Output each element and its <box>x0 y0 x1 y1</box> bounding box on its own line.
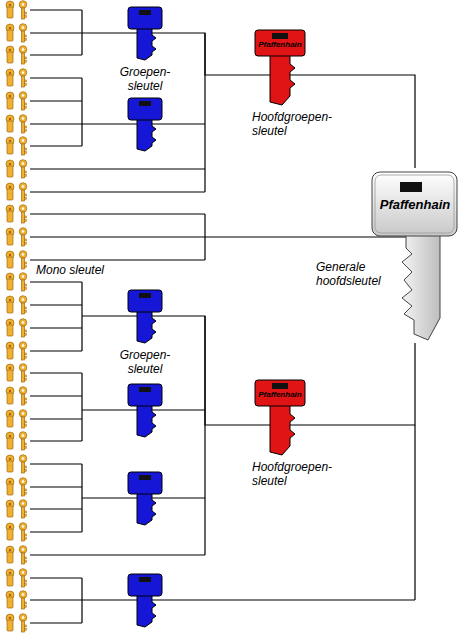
brand-name: Pfaffenhain <box>255 41 305 49</box>
cylinder-key-icon <box>6 546 27 564</box>
cylinder-key-icon <box>6 1 27 19</box>
group-key <box>128 472 162 525</box>
cylinder-key-icon <box>6 92 27 110</box>
key-connector <box>342 343 415 425</box>
key-connector <box>175 316 252 425</box>
key-label: Hoofdgroepen- sleutel <box>252 110 342 138</box>
cylinder-key-icon <box>6 342 27 360</box>
cylinder-key-icon <box>6 69 27 87</box>
cylinder-key-icon <box>6 319 27 337</box>
cylinder-key-icon <box>6 205 27 223</box>
key-wire <box>30 10 415 623</box>
cylinder-key-icon <box>6 523 27 541</box>
cylinder-key-icon <box>6 500 27 518</box>
cylinder-key-icon <box>6 46 27 64</box>
cylinder-key-icon <box>6 591 27 609</box>
key-node: Groepen- sleutel <box>115 288 175 376</box>
cylinder-key-icon <box>6 455 27 473</box>
cylinder-key-icon <box>6 24 27 42</box>
key-connector <box>175 33 252 75</box>
cylinder-key-icon <box>6 137 27 155</box>
cylinder-key-icon <box>6 183 27 201</box>
brand-name: Pfaffenhain <box>374 198 456 211</box>
cylinder-key-icon <box>6 296 27 314</box>
key-node: Groepen- sleutel <box>115 5 175 93</box>
key-label: Groepen- sleutel <box>115 348 175 376</box>
cylinder-key-icon <box>6 115 27 133</box>
key-illustration <box>115 288 175 344</box>
key-node: PfaffenhainGenerale hoofdsleutel <box>316 168 461 343</box>
key-node: PfaffenhainHoofdgroepen- sleutel <box>252 378 342 488</box>
group-key <box>128 384 162 437</box>
cylinder-key-icon <box>6 251 27 269</box>
cylinder-key-icon <box>6 273 27 291</box>
key-illustration <box>252 28 342 106</box>
free-label: Mono sleutel <box>36 263 104 277</box>
key-label: Groepen- sleutel <box>115 65 175 93</box>
key-label: Hoofdgroepen- sleutel <box>252 460 342 488</box>
cylinder-key-icon <box>6 614 27 632</box>
brand-name: Pfaffenhain <box>255 391 305 399</box>
cylinder-key-icon <box>6 410 27 428</box>
cylinder-key-icon <box>6 364 27 382</box>
cylinder-key-icon <box>6 160 27 178</box>
group-key <box>128 98 162 151</box>
cylinder-key-icon <box>6 228 27 246</box>
key-label: Generale hoofdsleutel <box>316 260 396 288</box>
cylinder-key-icon <box>6 387 27 405</box>
cylinder-key-icon <box>6 478 27 496</box>
key-connector <box>342 75 415 168</box>
group-key <box>128 574 162 627</box>
key-node: PfaffenhainHoofdgroepen- sleutel <box>252 28 342 138</box>
key-illustration <box>252 378 342 456</box>
cylinder-key-icon <box>6 432 27 450</box>
key-illustration <box>316 168 461 343</box>
key-illustration <box>115 5 175 61</box>
cylinder-key-icon <box>6 569 27 587</box>
